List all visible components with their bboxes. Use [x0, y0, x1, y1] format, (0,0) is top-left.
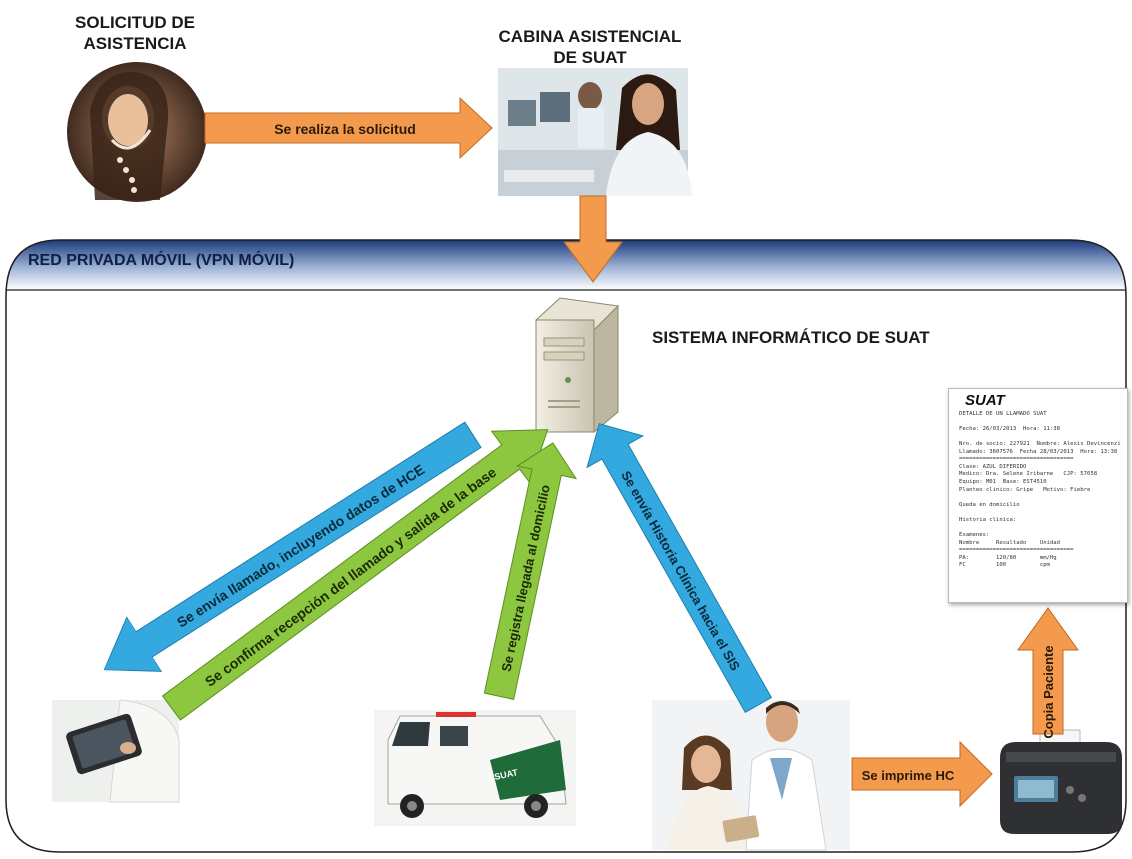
receipt-line: Planteo clinico: Gripe Motivo: Fiebre	[959, 486, 1091, 493]
arrow-copia-label: Copia Paciente	[1041, 645, 1056, 738]
sistema-label: SISTEMA INFORMÁTICO DE SUAT	[652, 328, 930, 347]
arrow-historia: Se envía Historia Clínica hacia el SIS	[586, 423, 773, 713]
caller-photo	[67, 62, 207, 202]
doctor-patient-photo	[652, 700, 850, 851]
receipt-line: FC 100 cpm	[959, 562, 1050, 569]
server-icon	[534, 297, 620, 434]
ambulance-photo: SUAT	[374, 710, 576, 826]
receipt-line	[959, 494, 1117, 502]
arrow-imprime: Se imprime HC	[851, 740, 993, 808]
arrow-solicitud: Se realiza la solicitud	[204, 96, 493, 160]
svg-text:SUAT: SUAT	[493, 767, 519, 782]
receipt-line	[959, 509, 1117, 517]
tablet-photo	[52, 699, 180, 803]
arrow-cabina-down	[563, 195, 623, 283]
receipt-line: DETALLE DE UN LLAMADO SUAT	[959, 410, 1047, 417]
receipt-line: ==================================	[959, 547, 1074, 554]
network-label: RED PRIVADA MÓVIL (VPN MÓVIL)	[28, 252, 295, 269]
receipt-line: Nro. de socio: 227921 Nombre: Alexis Dev…	[959, 440, 1121, 447]
receipt-line: Equipo: M01 Base: EST4510	[959, 478, 1047, 485]
receipt-line: ==================================	[959, 456, 1074, 463]
receipt-line	[959, 525, 1117, 533]
receipt-line: Examenes:	[959, 532, 990, 539]
receipt-line	[959, 433, 1117, 441]
arrow-copia: Copia Paciente	[1017, 607, 1079, 739]
callcenter-photo	[498, 68, 692, 196]
cabina-label: CABINA ASISTENCIAL DE SUAT	[498, 27, 682, 67]
arrow-envia-llamado: Se envía llamado, incluyendo datos de HC…	[103, 421, 482, 672]
receipt-line: Historia clinica:	[959, 516, 1017, 523]
arrow-solicitud-label: Se realiza la solicitud	[274, 121, 416, 137]
receipt-line	[959, 418, 1117, 426]
arrow-historia-label: Se envía Historia Clínica hacia el SIS	[618, 468, 743, 673]
printer-icon	[1000, 729, 1122, 834]
printed-receipt: SUAT DETALLE DE UN LLAMADO SUAT Fecha: 2…	[948, 388, 1128, 603]
suat-logo: SUAT	[965, 392, 1005, 409]
receipt-line: Fecha: 26/03/2013 Hora: 11:38	[959, 425, 1061, 432]
receipt-line: Queda en domicilio	[959, 501, 1020, 508]
receipt-line: Nombre Resultado Unidad	[959, 539, 1061, 546]
solicitud-label: SOLICITUD DE ASISTENCIA	[75, 13, 195, 53]
receipt-line: Llamado: 3607576 Fecha 28/03/2013 Hora: …	[959, 448, 1118, 455]
receipt-line: Clase: AZUL DIFERIDO	[959, 463, 1027, 470]
arrow-imprime-label: Se imprime HC	[862, 768, 955, 783]
receipt-line: Medico: Dra. Selene Iribarne CJP: 57658	[959, 471, 1098, 478]
receipt-lines: DETALLE DE UN LLAMADO SUAT Fecha: 26/03/…	[959, 410, 1121, 570]
receipt-line: PA: 120/80 mm/Hg	[959, 554, 1057, 561]
